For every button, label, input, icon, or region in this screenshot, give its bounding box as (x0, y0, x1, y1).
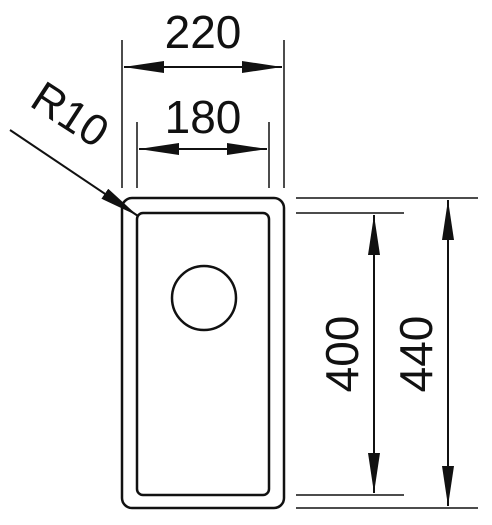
sink-outer-outline (120, 196, 286, 510)
corner-radius-label: R10 (23, 72, 117, 157)
sink-bowl-outline (135, 211, 271, 497)
radius-leader-line (9, 129, 139, 217)
inner-width-label: 180 (165, 91, 242, 143)
outer-height-label: 440 (390, 316, 442, 393)
inner-height-label: 400 (316, 316, 368, 393)
outer-width-label: 220 (165, 6, 242, 58)
drain-hole (170, 264, 238, 332)
